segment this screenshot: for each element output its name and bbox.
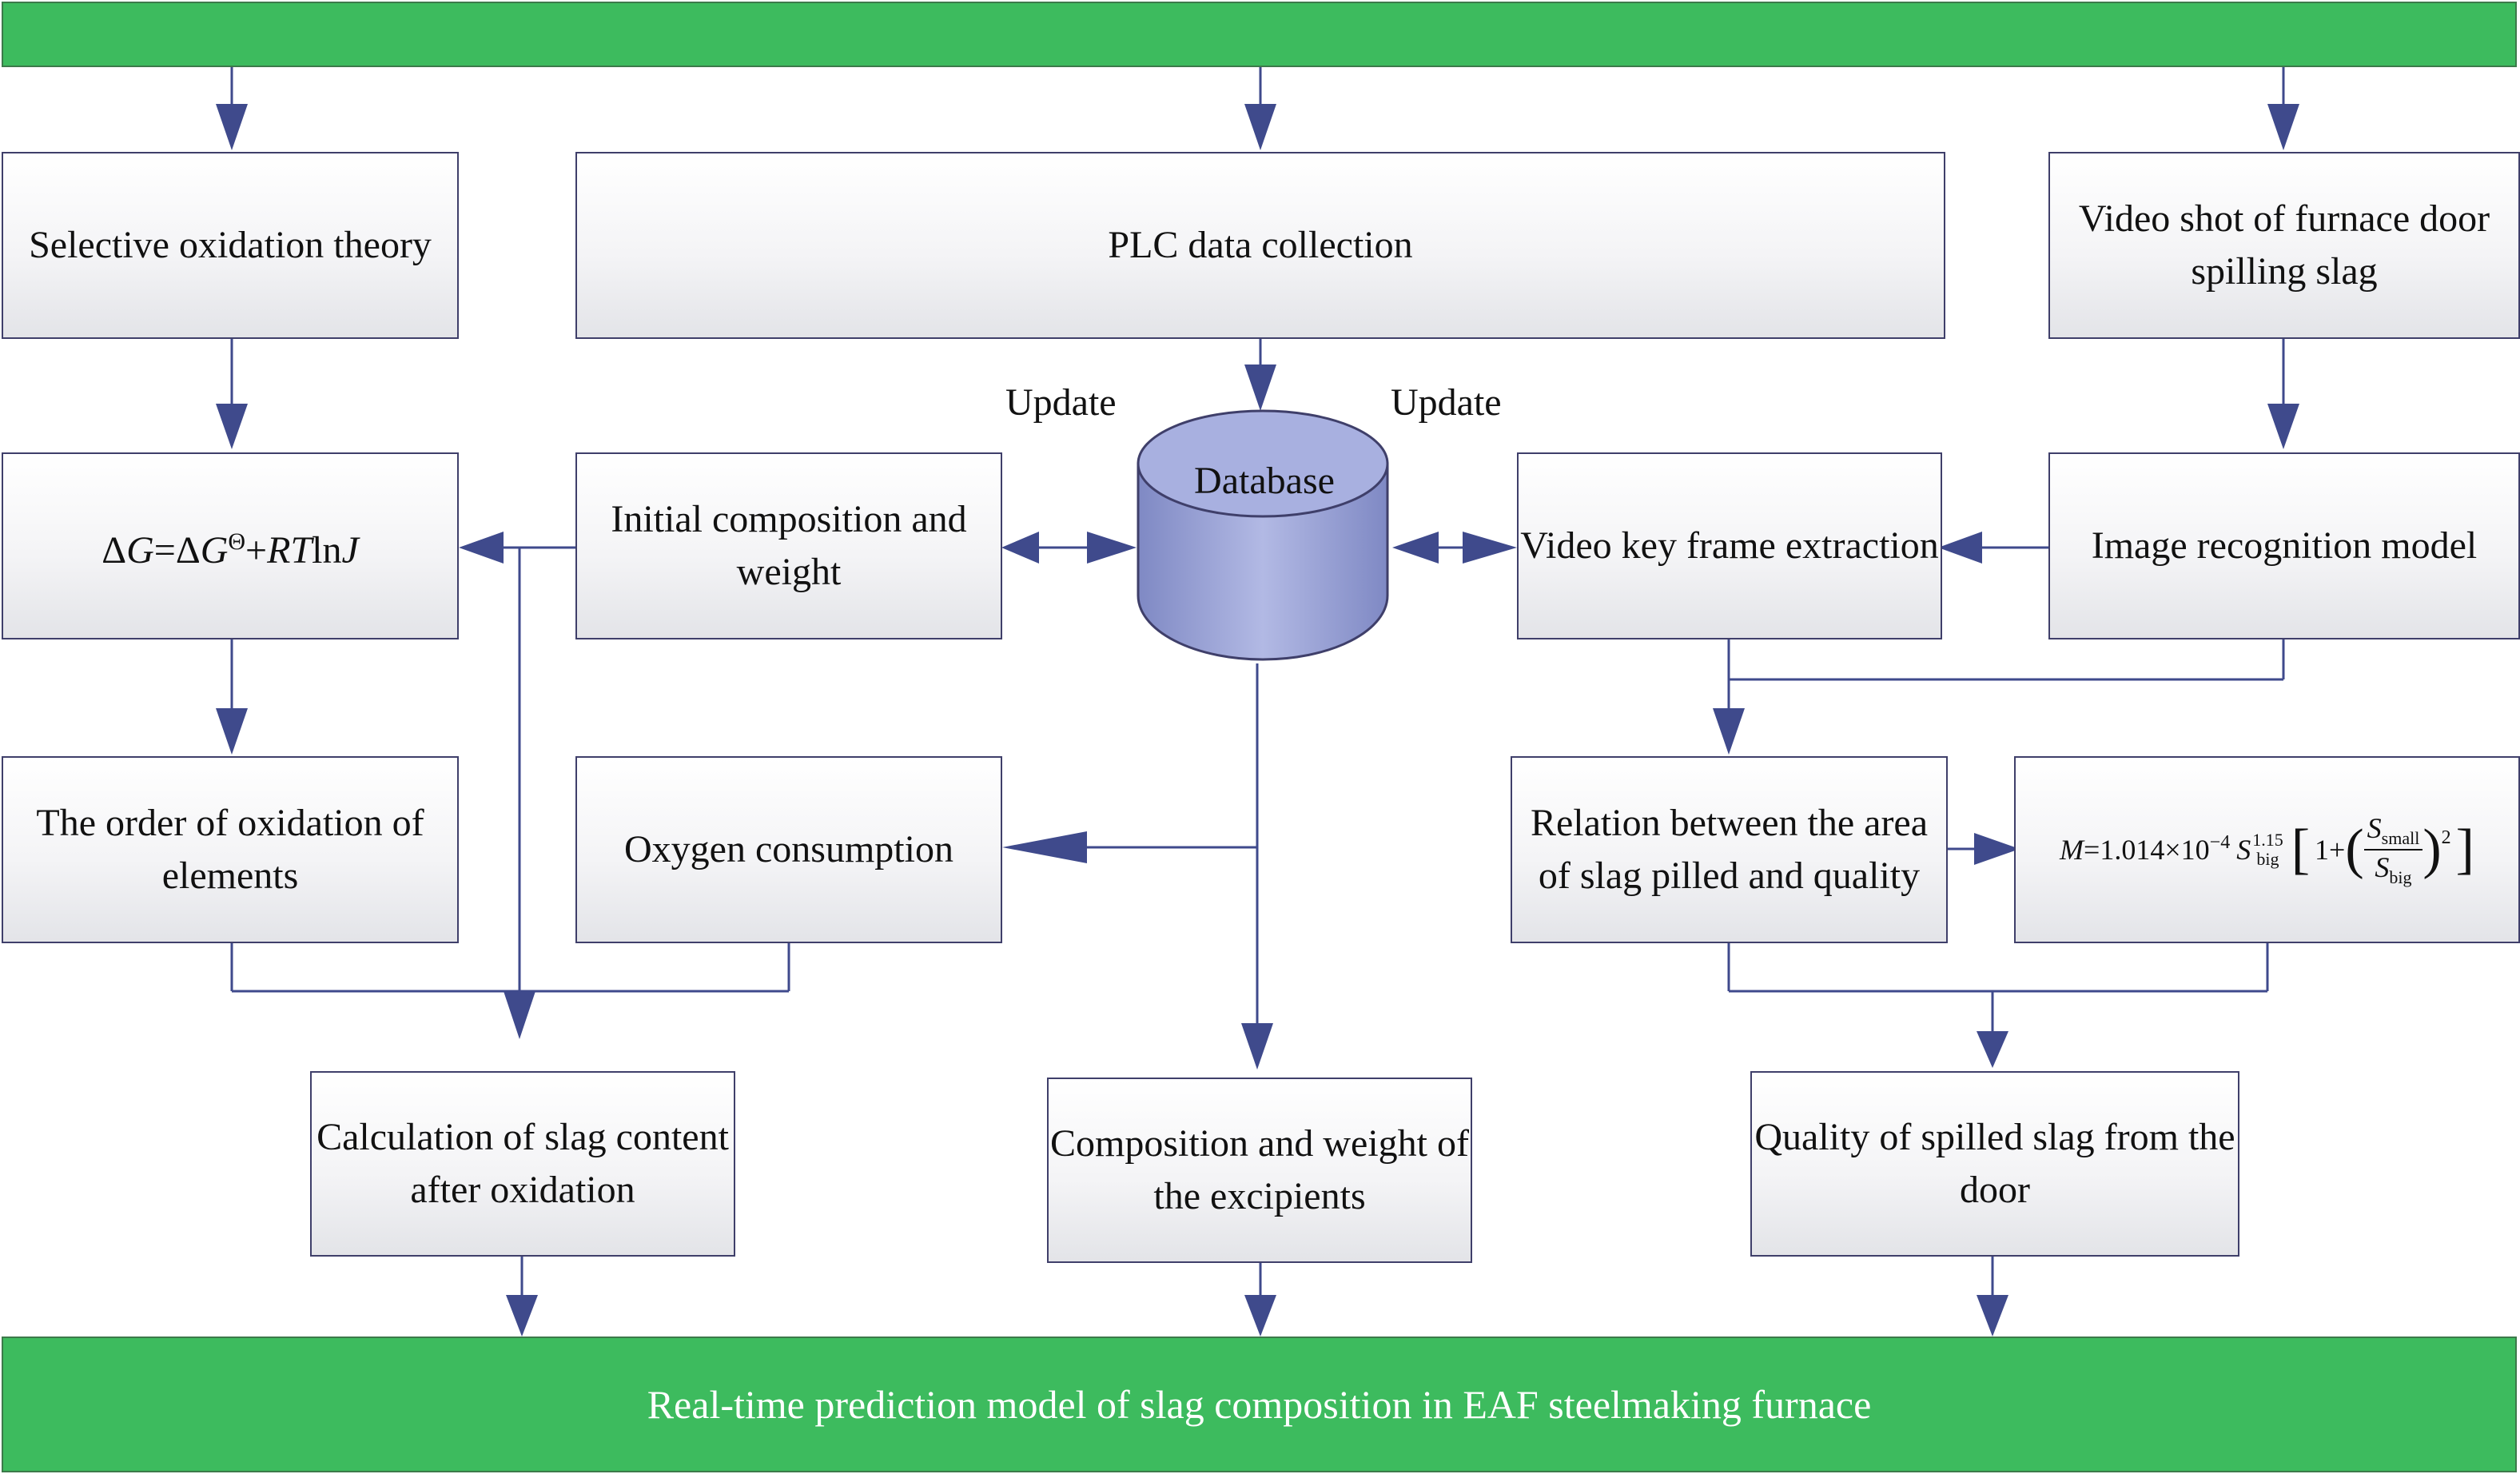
oxygen-consumption-box: Oxygen consumption bbox=[575, 756, 1002, 943]
box-line: Relation between the bbox=[1530, 802, 1855, 844]
box-line: Initial composition bbox=[611, 498, 902, 540]
update-label-right: Update bbox=[1391, 381, 1502, 424]
order-oxidation-box: The order of oxidation of elements bbox=[2, 756, 459, 943]
box-line: consumption bbox=[754, 828, 953, 870]
box-line: oxidation bbox=[490, 1169, 635, 1211]
composition-excipients-box: Composition and weight of the excipients bbox=[1047, 1078, 1472, 1263]
box-line: Video key frame bbox=[1520, 524, 1776, 567]
footer-title: Real-time prediction model of slag compo… bbox=[647, 1382, 1872, 1427]
box-line: extraction bbox=[1785, 524, 1939, 567]
update-label-left: Update bbox=[1005, 381, 1117, 424]
quality-spilled-box: Quality of spilled slag from the door bbox=[1750, 1071, 2239, 1257]
box-line: and weight bbox=[736, 498, 967, 593]
video-key-frame-box: Video key frame extraction bbox=[1517, 452, 1942, 639]
box-line: Calculation of slag bbox=[316, 1116, 607, 1158]
box-line: oxidation of bbox=[237, 802, 424, 844]
box-line: weight of the bbox=[1153, 1122, 1469, 1217]
box-line: Video shot of furnace bbox=[2078, 197, 2411, 240]
video-shot-box: Video shot of furnace door spilling slag bbox=[2048, 152, 2520, 339]
box-line: Composition and bbox=[1050, 1122, 1314, 1165]
initial-composition-box: Initial composition and weight bbox=[575, 452, 1002, 639]
box-line: area of slag pilled bbox=[1538, 802, 1929, 897]
relation-area-box: Relation between the area of slag pilled… bbox=[1511, 756, 1948, 943]
box-line: excipients bbox=[1210, 1175, 1366, 1217]
box-line: Quality of spilled slag bbox=[1754, 1116, 2095, 1158]
box-line: Image recognition bbox=[2091, 524, 2372, 567]
box-line: door spilling slag bbox=[2191, 197, 2490, 293]
mass-formula: M =1.014×10 −4 S 1.15 big [ 1+ ( Ssmall … bbox=[2060, 811, 2474, 888]
box-line: Selective oxidation bbox=[29, 224, 324, 266]
database-cylinder bbox=[1137, 409, 1389, 661]
box-line: theory bbox=[333, 224, 432, 266]
box-line: Oxygen bbox=[624, 828, 746, 870]
mass-formula-box: M =1.014×10 −4 S 1.15 big [ 1+ ( Ssmall … bbox=[2014, 756, 2520, 943]
top-bar bbox=[2, 2, 2517, 67]
box-line: from the door bbox=[1960, 1116, 2235, 1211]
box-line: elements bbox=[161, 855, 299, 897]
calc-slag-box: Calculation of slag content after oxidat… bbox=[310, 1071, 735, 1257]
box-line: content after bbox=[410, 1116, 729, 1211]
plc-data-collection-box: PLC data collection bbox=[575, 152, 1945, 339]
selective-oxidation-box: Selective oxidation theory bbox=[2, 152, 459, 339]
box-line: model bbox=[2381, 524, 2478, 567]
box-line: and quality bbox=[1748, 855, 1921, 897]
box-line: The order of bbox=[36, 802, 229, 844]
box-line: PLC data collection bbox=[1108, 224, 1413, 266]
gibbs-equation-box: ΔG=ΔGΘ+RTlnJ bbox=[2, 452, 459, 639]
database-label: Database bbox=[1194, 460, 1335, 502]
bottom-bar: Real-time prediction model of slag compo… bbox=[2, 1337, 2517, 1472]
image-recognition-box: Image recognition model bbox=[2048, 452, 2520, 639]
